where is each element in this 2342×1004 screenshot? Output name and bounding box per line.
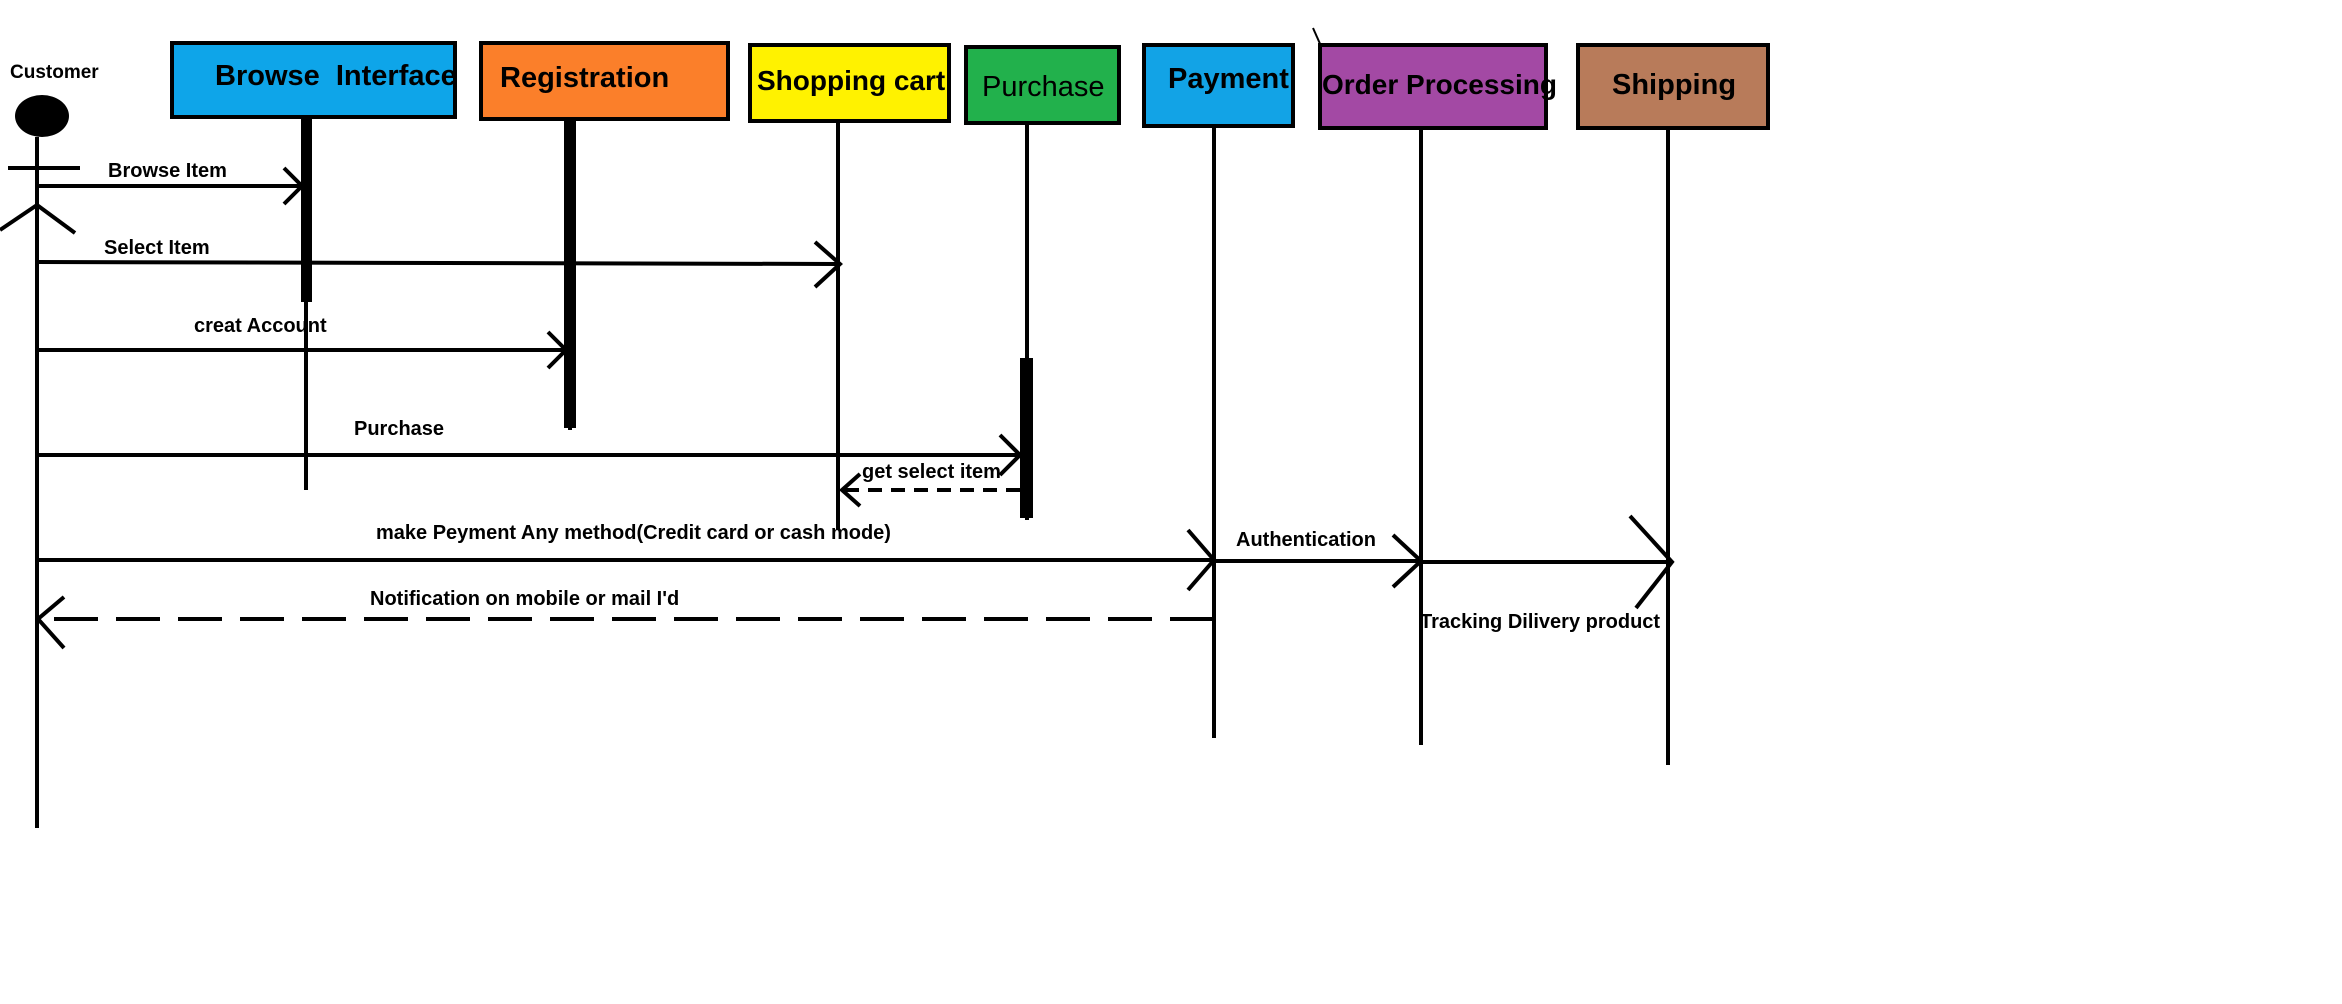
message-label: Purchase (354, 418, 444, 440)
participant-registration: Registration (479, 41, 730, 121)
participant-purchase: Purchase (964, 45, 1121, 125)
message-get-select-item: get select item (838, 461, 1020, 508)
participant-box (1318, 43, 1548, 130)
activation-bar-registration (564, 121, 576, 428)
participant-shipping: Shipping (1576, 43, 1770, 130)
actor-left-leg (0, 203, 39, 232)
activation-bar-purchase (1020, 358, 1033, 518)
lifelines (304, 119, 1670, 765)
message-label: Authentication (1236, 529, 1376, 551)
message-make-payment: make Peyment Any method(Credit card or c… (37, 522, 1217, 592)
participant-box (748, 43, 951, 123)
activation-bar-browse (301, 119, 312, 302)
participant-label: Payment (1168, 63, 1289, 95)
arrowhead (282, 166, 305, 206)
message-label: get select item (862, 461, 1001, 483)
participant-label: Registration (500, 62, 669, 94)
participant-box (479, 41, 730, 121)
participant-label: Browse Interface (215, 60, 457, 92)
participant-payment: Payment (1142, 43, 1295, 128)
arrowhead (546, 330, 569, 370)
message-to-shipping (1421, 514, 1675, 610)
message-label: Browse Item (108, 160, 227, 182)
message-notification: Notification on mobile or mail I'd (35, 588, 1214, 650)
message-purchase: Purchase (37, 418, 1023, 477)
actor-label: Customer (10, 62, 99, 83)
message-create-account: creat Account (37, 315, 569, 370)
arrowhead (998, 433, 1023, 477)
message-label: make Peyment Any method(Credit card or c… (376, 522, 891, 544)
participant-box (964, 45, 1121, 125)
arrowhead (838, 472, 862, 508)
message-select-item: Select Item (36, 237, 843, 289)
participant-box (1142, 43, 1295, 128)
activation-bars (301, 119, 1033, 518)
actor-head (15, 95, 69, 137)
participant-shopping-cart: Shopping cart (748, 43, 951, 123)
message-label: creat Account (194, 315, 327, 337)
participant-order-processing: Order Processing (1318, 43, 1557, 130)
participant-label: Order Processing (1322, 69, 1557, 100)
actor-right-leg (35, 203, 77, 235)
participant-browse: Browse Interface (170, 41, 457, 119)
arrowhead (813, 240, 843, 289)
stray-mark (1312, 27, 1322, 47)
message-browse-item: Browse Item (37, 160, 305, 206)
participant-label: Purchase (982, 71, 1105, 103)
note-tracking: Tracking Dilivery product (1420, 611, 1660, 633)
message-line (36, 260, 839, 266)
participant-box (1576, 43, 1770, 130)
message-authentication: Authentication (1214, 529, 1424, 589)
arrowhead (1628, 514, 1675, 610)
message-label: Select Item (104, 237, 210, 259)
arrowhead (35, 595, 66, 650)
participant-label: Shipping (1612, 69, 1736, 101)
participant-box (170, 41, 457, 119)
actor-customer: Customer (0, 62, 99, 828)
message-label: Notification on mobile or mail I'd (370, 588, 679, 610)
participant-label: Shopping cart (757, 65, 945, 96)
